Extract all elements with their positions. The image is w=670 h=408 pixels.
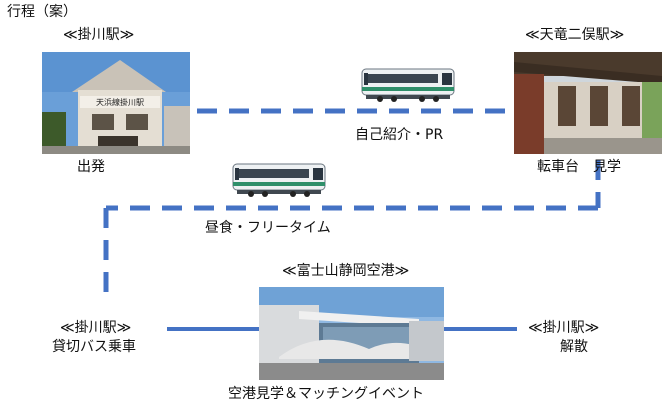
leg2-label: 昼食・フリータイム xyxy=(205,220,331,236)
start-caption: 出発 xyxy=(77,159,105,175)
bus-caption: 貸切バス乗車 xyxy=(52,339,136,355)
station-sign-text: 天浜線掛川駅 xyxy=(96,97,144,107)
mid-station-label: ≪天竜二俣駅≫ xyxy=(525,27,625,43)
end-station-label: ≪掛川駅≫ xyxy=(528,320,600,336)
end-caption: 解散 xyxy=(560,339,588,355)
airport-station-label: ≪富士山静岡空港≫ xyxy=(282,263,410,279)
shizuoka-airport-photo xyxy=(259,287,444,380)
mid-caption: 転車台 見学 xyxy=(537,159,621,175)
bus-station-label: ≪掛川駅≫ xyxy=(60,320,132,336)
page-title: 行程（案） xyxy=(7,4,77,20)
airport-caption: 空港見学＆マッチングイベント xyxy=(228,386,424,402)
train-icon xyxy=(360,65,456,107)
train-icon xyxy=(231,160,327,202)
leg1-label: 自己紹介・PR xyxy=(355,127,444,143)
start-station-label: ≪掛川駅≫ xyxy=(63,27,135,43)
tenryu-futamata-station-photo xyxy=(514,52,662,154)
kakegawa-station-photo: 天浜線掛川駅 xyxy=(42,52,190,154)
